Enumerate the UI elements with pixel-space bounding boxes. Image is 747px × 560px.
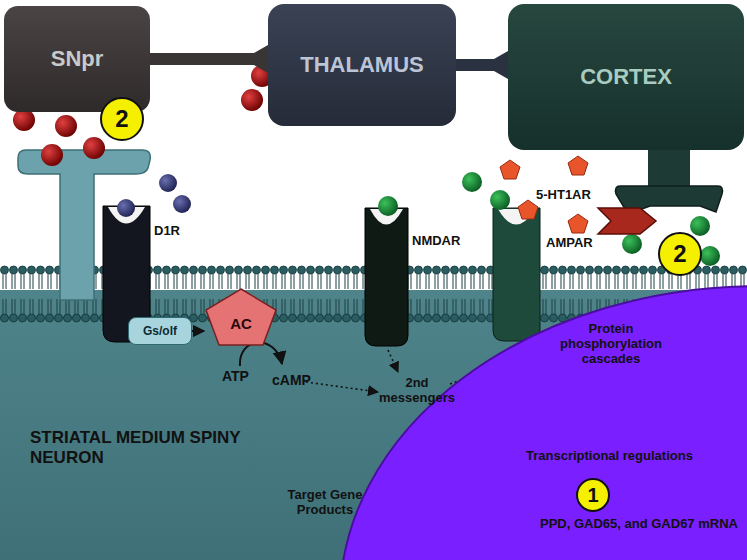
signal-arrows xyxy=(306,382,378,392)
enzyme-pentagon-shape xyxy=(206,289,276,345)
serotonin-molecules xyxy=(500,160,520,179)
glutamate-molecules xyxy=(378,196,398,216)
node-text: Gs/olf xyxy=(143,324,177,338)
brain-region-box: CORTEX xyxy=(508,4,744,150)
g-protein-box: Gs/olf xyxy=(128,317,192,345)
glutamate-molecules xyxy=(462,172,482,192)
node-text: AC xyxy=(230,315,252,332)
axon-terminal xyxy=(494,51,508,79)
dopamine-molecules xyxy=(173,195,191,213)
nmda-receptor xyxy=(365,208,408,346)
pathway-label: 2nd messengers xyxy=(372,376,462,406)
glutamate-molecules xyxy=(490,190,510,210)
enzyme-pentagon: AC xyxy=(205,288,277,346)
signal-connector xyxy=(192,331,204,332)
receptor-label: NMDAR xyxy=(412,234,460,249)
pathway-label: Protein phosphorylation cascades xyxy=(546,322,676,367)
glutamate-molecules xyxy=(690,216,710,236)
dopamine-molecules xyxy=(117,174,191,217)
brain-region-box: SNpr xyxy=(4,6,150,112)
node-text: Transcriptional regulations xyxy=(526,448,693,463)
signal-arrows xyxy=(388,350,398,372)
receptor-label: D1R xyxy=(154,224,180,239)
molecule-label: ATP xyxy=(222,368,249,384)
gaba-molecules xyxy=(55,115,77,137)
cortex-terminal xyxy=(616,148,723,214)
dopamine-molecules xyxy=(159,174,177,192)
serotonin-molecules xyxy=(518,200,538,219)
ampa-receptor xyxy=(493,208,540,341)
signal-arrows xyxy=(240,342,282,366)
receptor-label: 5-HT1AR xyxy=(536,188,591,203)
brain-region-box: THALAMUS xyxy=(268,4,456,126)
gaba-molecules xyxy=(13,109,35,131)
5ht1a-receptor xyxy=(598,208,656,234)
callout-number: 2 xyxy=(100,97,144,141)
ampa-receptor xyxy=(493,208,540,341)
node-text: THALAMUS xyxy=(300,52,423,78)
nmda-receptor xyxy=(365,208,408,346)
gaba-molecules xyxy=(41,144,63,166)
callout-number: 1 xyxy=(576,478,610,512)
connector-line xyxy=(192,330,204,332)
gaba-molecules xyxy=(241,89,263,111)
node-text: SNpr xyxy=(51,46,104,72)
serotonin-molecules xyxy=(568,214,588,233)
node-text: CORTEX xyxy=(580,64,672,90)
nucleus-region-shape xyxy=(340,286,747,560)
cell-title: STRIATAL MEDIUM SPINY NEURON xyxy=(30,428,250,467)
serotonin-molecules xyxy=(568,156,588,175)
callout-number: 2 xyxy=(658,232,702,276)
axon-projection xyxy=(150,45,268,73)
nucleus-region: Transcriptional regulationsPPD, GAD65, a… xyxy=(340,284,747,560)
receptor-label: AMPAR xyxy=(546,236,593,251)
glutamate-molecules xyxy=(622,234,642,254)
axon-terminal xyxy=(254,45,268,73)
molecule-label: cAMP xyxy=(272,372,311,388)
cortex-terminal xyxy=(648,148,690,190)
axon-projection xyxy=(456,51,508,79)
product-label: Target Gene Products xyxy=(272,488,378,518)
connector-line xyxy=(150,53,268,65)
node-text: PPD, GAD65, and GAD67 mRNA xyxy=(540,516,738,531)
glutamate-molecules xyxy=(700,246,720,266)
gaba-molecules xyxy=(83,137,105,159)
dopamine-molecules xyxy=(117,199,135,217)
